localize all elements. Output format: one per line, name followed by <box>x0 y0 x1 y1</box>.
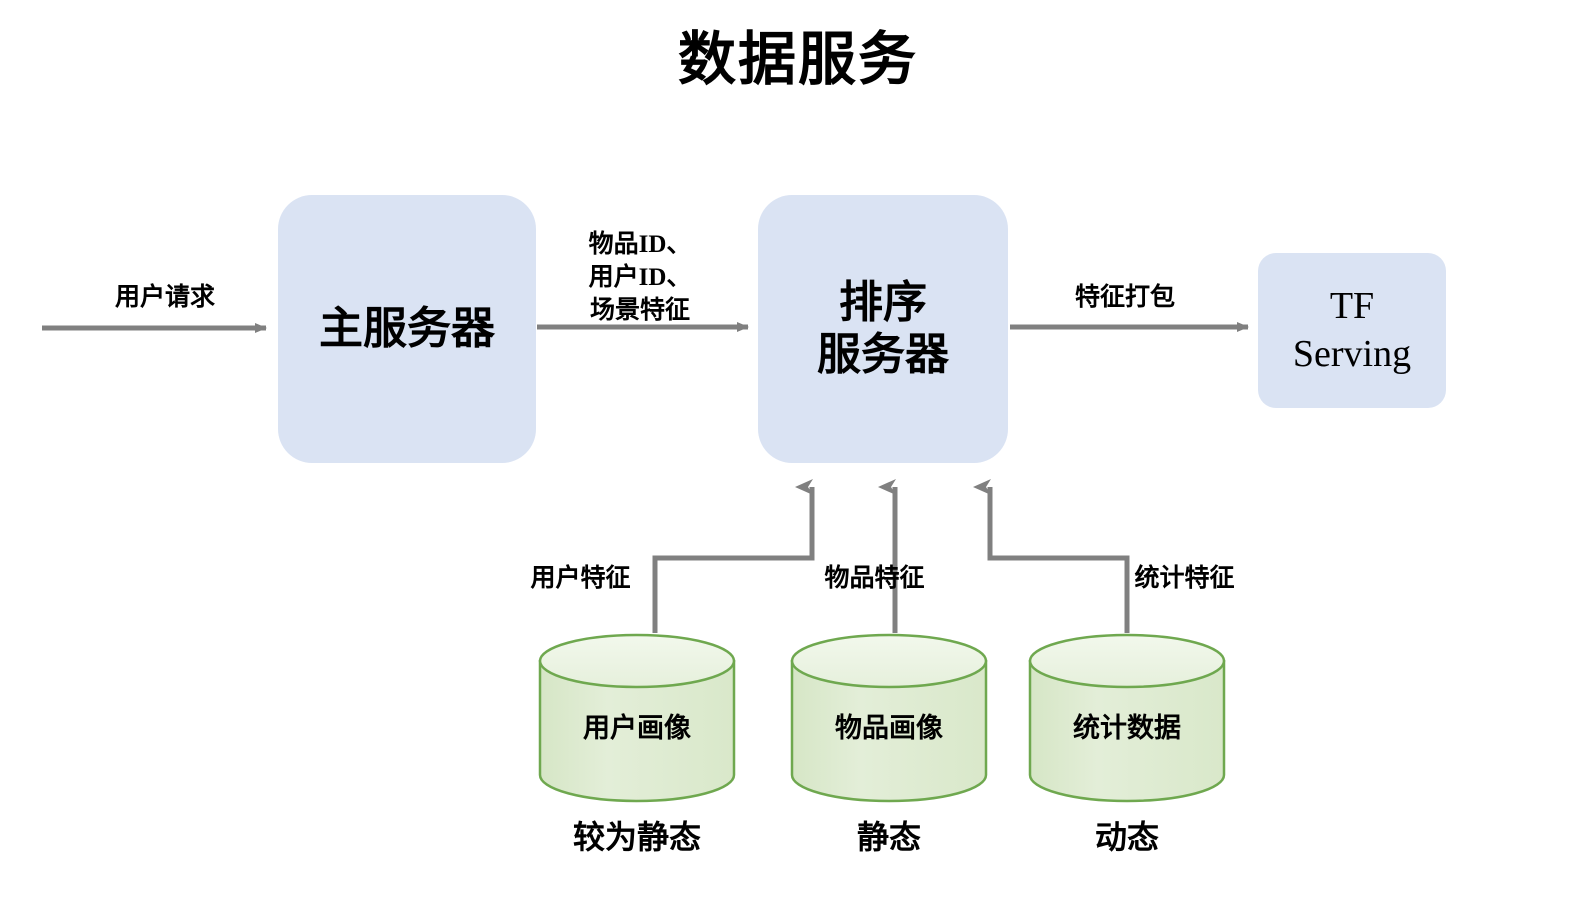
edge-label-item-features: 物品特征 <box>824 565 925 592</box>
edge-label-stat-features: 统计特征 <box>1134 565 1235 592</box>
node-db-user-profile[interactable]: 用户画像 <box>537 633 737 803</box>
edge-label-user-request: 用户请求 <box>114 284 215 311</box>
cylinder-icon <box>1028 633 1226 803</box>
cylinder-icon <box>790 633 988 803</box>
caption-db-user-profile: 较为静态 <box>572 819 701 855</box>
node-db-item-profile[interactable]: 物品画像 <box>789 633 989 803</box>
cylinder-icon <box>538 633 736 803</box>
node-main-server-label: 主服务器 <box>319 304 495 354</box>
node-main-server[interactable]: 主服务器 <box>278 195 536 463</box>
node-tf-serving[interactable]: TF Serving <box>1258 253 1446 408</box>
edge-stat-features <box>973 479 1130 633</box>
node-db-user-profile-label: 用户画像 <box>583 712 691 743</box>
caption-db-item-profile: 静态 <box>856 819 921 855</box>
node-db-stat-data-label: 统计数据 <box>1073 712 1181 743</box>
node-db-stat-data[interactable]: 统计数据 <box>1027 633 1227 803</box>
node-db-item-profile-label: 物品画像 <box>835 712 943 743</box>
edge-label-ids: 物品ID、 用户ID、 场景特征 <box>588 231 692 324</box>
node-tf-serving-label: TF Serving <box>1292 285 1412 375</box>
edge-label-user-features: 用户特征 <box>530 565 631 592</box>
node-rank-server-label: 排序 服务器 <box>817 278 949 379</box>
edge-user-features <box>652 479 815 633</box>
caption-db-stat-data: 动态 <box>1094 819 1159 855</box>
page-title: 数据服务 <box>677 27 918 92</box>
node-rank-server[interactable]: 排序 服务器 <box>758 195 1008 463</box>
edge-label-feature-pack: 特征打包 <box>1074 284 1175 311</box>
